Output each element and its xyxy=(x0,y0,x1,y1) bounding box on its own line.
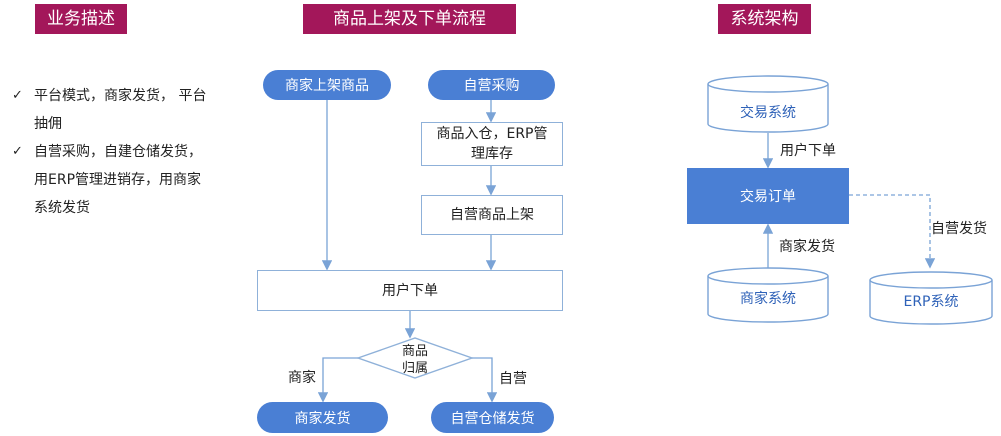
business-description-header: 业务描述 xyxy=(35,4,127,34)
checkmark-icon: ✓ xyxy=(12,88,23,103)
warehouse-erp-node: 商品入仓，ERP管 理库存 xyxy=(421,122,563,166)
architecture-header: 系统架构 xyxy=(718,4,811,34)
merchant-system-label: 商家系统 xyxy=(740,291,796,307)
trade-system-label: 交易系统 xyxy=(740,105,796,121)
flow-header: 商品上架及下单流程 xyxy=(303,4,516,34)
merchant-system-cylinder xyxy=(707,267,829,323)
erp-system-label: ERP系统 xyxy=(903,294,959,310)
merchant-listing-node: 商家上架商品 xyxy=(263,70,391,100)
self-listing-node: 自营商品上架 xyxy=(421,195,563,235)
user-order-node: 用户下单 xyxy=(257,270,563,311)
erp-system-cylinder xyxy=(869,271,993,325)
user-order-edge-label: 用户下单 xyxy=(780,143,836,159)
dashed-arrow-order-to-erp xyxy=(849,194,936,269)
self-ship-edge-label: 自营发货 xyxy=(931,221,987,237)
business-description-list: ✓ 平台模式，商家发货， 平台 抽佣 ✓ 自营采购，自建仓储发货， 用ERP管理… xyxy=(12,82,232,222)
decision-text: 商品 归属 xyxy=(401,344,428,376)
trade-system-cylinder xyxy=(707,75,829,133)
branch-merchant-label: 商家 xyxy=(288,370,316,386)
arrow-decision-to-self-ship xyxy=(472,357,498,403)
trade-order-node: 交易订单 xyxy=(687,168,849,224)
bullet-self-operated: ✓ 自营采购，自建仓储发货， 用ERP管理进销存，用商家 系统发货 xyxy=(12,138,232,222)
merchant-ship-edge-label: 商家发货 xyxy=(779,239,835,255)
self-ship-node: 自营仓储发货 xyxy=(431,402,554,433)
merchant-ship-node: 商家发货 xyxy=(257,402,388,433)
checkmark-icon: ✓ xyxy=(12,144,23,159)
bullet-platform-mode: ✓ 平台模式，商家发货， 平台 抽佣 xyxy=(12,82,232,138)
arrow-decision-to-merchant-ship xyxy=(317,357,358,403)
self-purchase-node: 自营采购 xyxy=(428,70,555,100)
branch-self-label: 自营 xyxy=(499,371,527,387)
